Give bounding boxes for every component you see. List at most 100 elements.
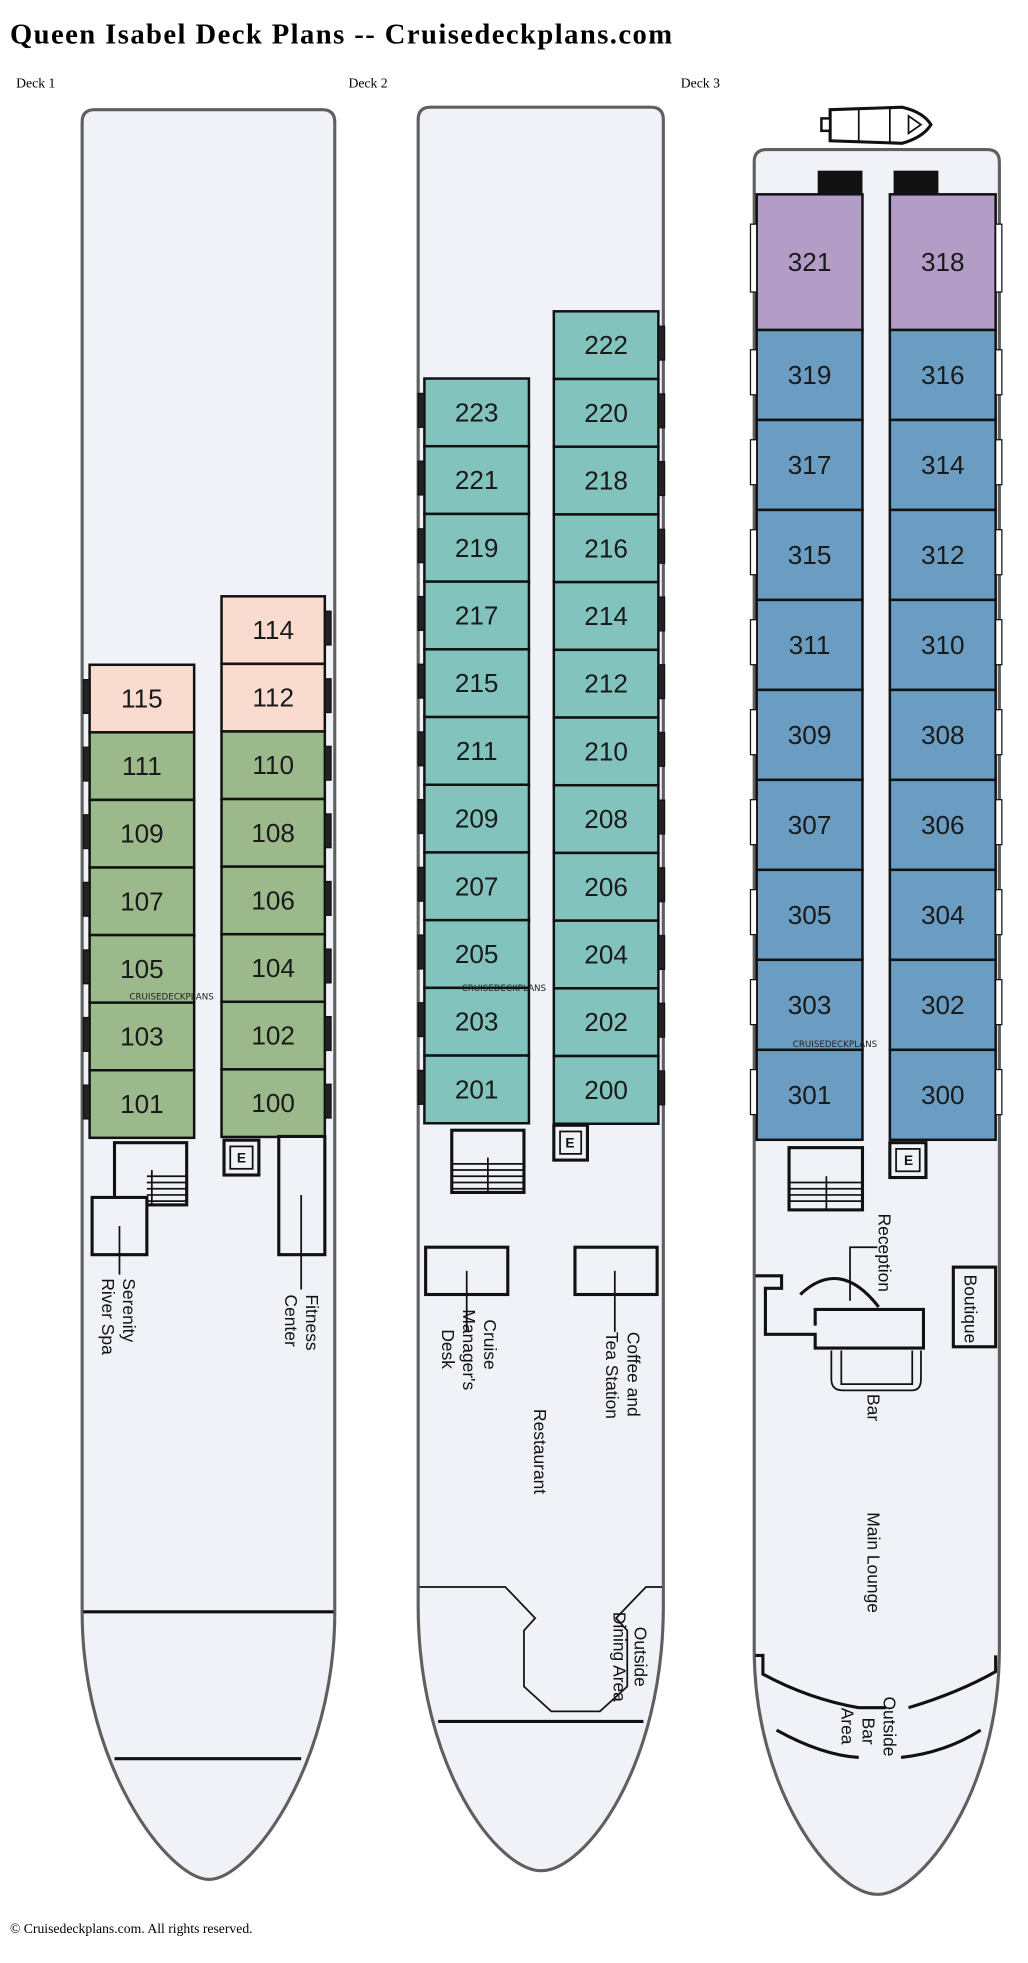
cabin-109[interactable]: 109 bbox=[82, 798, 196, 869]
cabin-110[interactable]: 110 bbox=[220, 730, 332, 801]
cabin-202[interactable]: 202 bbox=[552, 987, 666, 1058]
cabin-300[interactable]: 300 bbox=[888, 1048, 1003, 1142]
window-marker bbox=[657, 596, 666, 632]
cabin-221[interactable]: 221 bbox=[417, 444, 531, 516]
cabin-309[interactable]: 309 bbox=[749, 688, 864, 782]
cabin-108[interactable]: 108 bbox=[220, 797, 332, 868]
cabin-223[interactable]: 223 bbox=[417, 377, 531, 448]
cabin-number: 318 bbox=[921, 247, 965, 277]
cabin-100[interactable]: 100 bbox=[220, 1068, 332, 1139]
cabin-319[interactable]: 319 bbox=[749, 328, 864, 422]
cabin-number: 114 bbox=[252, 615, 294, 645]
cabin-220[interactable]: 220 bbox=[552, 377, 666, 448]
cabin-number: 300 bbox=[921, 1080, 965, 1110]
deck-2-label: Deck 2 bbox=[348, 75, 387, 90]
cabin-321[interactable]: 321 bbox=[749, 193, 864, 332]
window-marker bbox=[324, 948, 332, 984]
window-marker bbox=[995, 529, 1003, 576]
cabin-316[interactable]: 316 bbox=[888, 328, 1003, 422]
window-marker bbox=[749, 349, 758, 396]
cabin-shape bbox=[888, 508, 997, 602]
cabin-shape bbox=[755, 778, 864, 872]
cabin-shape bbox=[552, 445, 660, 516]
cabin-217[interactable]: 217 bbox=[417, 580, 531, 651]
page-title: Queen Isabel Deck Plans -- Cruisedeckpla… bbox=[10, 19, 672, 51]
window-marker bbox=[657, 731, 666, 767]
cabin-107[interactable]: 107 bbox=[82, 866, 196, 937]
cabin-215[interactable]: 215 bbox=[417, 648, 531, 719]
svg-text:E: E bbox=[904, 1153, 913, 1168]
cabin-number: 314 bbox=[921, 450, 965, 480]
cabin-307[interactable]: 307 bbox=[749, 778, 864, 872]
watermark: CRUISEDECKPLANS bbox=[129, 993, 214, 1003]
cabin-315[interactable]: 315 bbox=[749, 508, 864, 602]
window-marker bbox=[82, 881, 91, 917]
cabin-shape bbox=[423, 986, 531, 1057]
cabin-310[interactable]: 310 bbox=[888, 598, 1003, 692]
cabin-112[interactable]: 112 bbox=[220, 662, 332, 733]
cabin-204[interactable]: 204 bbox=[552, 919, 666, 990]
cabin-number: 208 bbox=[584, 804, 628, 834]
cabin-318[interactable]: 318 bbox=[888, 193, 1003, 332]
window-marker bbox=[749, 1068, 758, 1116]
cabin-216[interactable]: 216 bbox=[552, 513, 666, 584]
cabin-314[interactable]: 314 bbox=[888, 418, 1003, 512]
cabin-106[interactable]: 106 bbox=[220, 865, 332, 936]
cabin-305[interactable]: 305 bbox=[749, 868, 864, 962]
cabin-shape bbox=[423, 512, 531, 583]
cabin-210[interactable]: 210 bbox=[552, 716, 666, 787]
cabin-number: 321 bbox=[788, 247, 832, 277]
coffee-tea-station bbox=[573, 1245, 659, 1297]
cabin-102[interactable]: 102 bbox=[220, 1000, 332, 1071]
cabin-222[interactable]: 222 bbox=[552, 310, 666, 381]
cabin-number: 216 bbox=[584, 533, 628, 563]
cabin-212[interactable]: 212 bbox=[552, 648, 666, 719]
cabin-219[interactable]: 219 bbox=[417, 512, 531, 583]
cabin-115[interactable]: 115 bbox=[82, 663, 196, 734]
cabin-311[interactable]: 311 bbox=[749, 598, 864, 692]
cabin-114[interactable]: 114 bbox=[220, 595, 332, 666]
cabin-211[interactable]: 211 bbox=[417, 715, 531, 786]
cabin-209[interactable]: 209 bbox=[417, 783, 531, 854]
window-marker bbox=[324, 813, 332, 849]
cabin-shape bbox=[88, 1001, 196, 1072]
cabin-201[interactable]: 201 bbox=[417, 1054, 531, 1125]
cabin-205[interactable]: 205 bbox=[417, 918, 531, 990]
cabin-312[interactable]: 312 bbox=[888, 508, 1003, 602]
cabin-111[interactable]: 111 bbox=[82, 731, 196, 802]
boutique-room bbox=[951, 1265, 998, 1349]
cabin-104[interactable]: 104 bbox=[220, 932, 332, 1004]
cabin-number: 205 bbox=[455, 939, 499, 969]
cabin-306[interactable]: 306 bbox=[888, 778, 1003, 872]
deck-1-label: Deck 1 bbox=[16, 75, 55, 90]
window-marker bbox=[657, 1002, 666, 1038]
cabin-shape bbox=[888, 1048, 997, 1142]
cabin-303[interactable]: 303 bbox=[749, 958, 864, 1052]
cabin-207[interactable]: 207 bbox=[417, 851, 531, 922]
cabin-number: 200 bbox=[584, 1075, 628, 1105]
cabin-302[interactable]: 302 bbox=[888, 958, 1003, 1052]
cabin-317[interactable]: 317 bbox=[749, 418, 864, 512]
cabin-304[interactable]: 304 bbox=[888, 868, 1003, 962]
cabin-number: 202 bbox=[584, 1007, 628, 1037]
window-marker bbox=[324, 1016, 332, 1052]
cabin-103[interactable]: 103 bbox=[82, 1001, 196, 1072]
coffee-label-line2: Tea Station bbox=[602, 1332, 622, 1419]
cabin-203[interactable]: 203 bbox=[417, 986, 531, 1057]
bar-label: Bar bbox=[863, 1394, 883, 1421]
cabin-number: 218 bbox=[584, 466, 628, 496]
cabin-shape bbox=[888, 598, 997, 692]
cabin-number: 212 bbox=[584, 669, 628, 699]
cabin-101[interactable]: 101 bbox=[82, 1068, 196, 1140]
cabin-214[interactable]: 214 bbox=[552, 580, 666, 652]
cabin-218[interactable]: 218 bbox=[552, 445, 666, 516]
cabin-301[interactable]: 301 bbox=[749, 1048, 864, 1142]
cabin-200[interactable]: 200 bbox=[552, 1054, 666, 1125]
cabin-206[interactable]: 206 bbox=[552, 851, 666, 922]
cabin-208[interactable]: 208 bbox=[552, 783, 666, 855]
window-marker bbox=[995, 619, 1003, 666]
cabin-shape bbox=[220, 1000, 327, 1071]
cabin-number: 209 bbox=[455, 804, 499, 834]
cabin-308[interactable]: 308 bbox=[888, 688, 1003, 782]
